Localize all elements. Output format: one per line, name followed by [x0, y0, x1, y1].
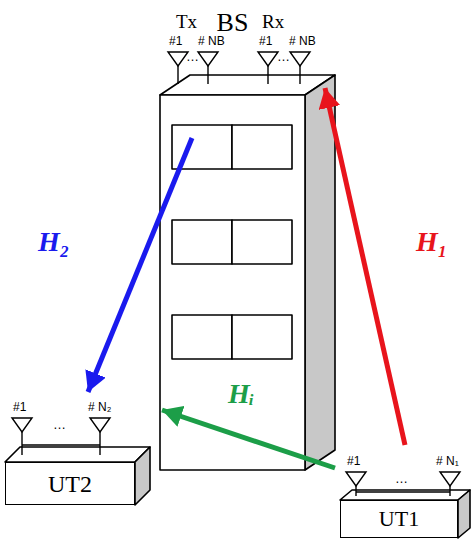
antenna-index: # N₂ — [88, 401, 111, 413]
antenna-array — [12, 418, 110, 455]
antenna-index: # N₁ — [436, 455, 459, 467]
channel-label: H₁ — [414, 228, 450, 256]
antenna-index: #1 — [13, 401, 26, 413]
antenna-index: # NB — [198, 35, 225, 47]
terminal-box: UT2 — [5, 462, 135, 505]
antenna-index: #1 — [347, 455, 360, 467]
channel-label: H₂ — [36, 228, 72, 256]
antenna-index: # NB — [289, 35, 316, 47]
terminal-body — [5, 447, 150, 505]
array-name: Tx — [176, 12, 197, 31]
ellipsis: … — [395, 472, 408, 485]
antenna-array — [346, 472, 460, 496]
channel-label: Hᵢ — [226, 380, 257, 408]
channel-arrow — [162, 410, 335, 468]
terminal-body — [340, 490, 470, 538]
base-station-building — [160, 75, 335, 470]
array-name: Rx — [262, 12, 284, 31]
antenna-index: #1 — [169, 35, 182, 47]
channel-arrow — [88, 138, 192, 392]
ellipsis: … — [186, 50, 199, 63]
node-label: UT1 — [379, 508, 419, 530]
ellipsis: … — [53, 418, 66, 431]
channel-arrow — [325, 88, 405, 445]
terminal-box: UT1 — [340, 500, 458, 538]
ellipsis: … — [277, 50, 290, 63]
node-label: UT2 — [48, 472, 92, 496]
antenna-index: #1 — [259, 35, 272, 47]
